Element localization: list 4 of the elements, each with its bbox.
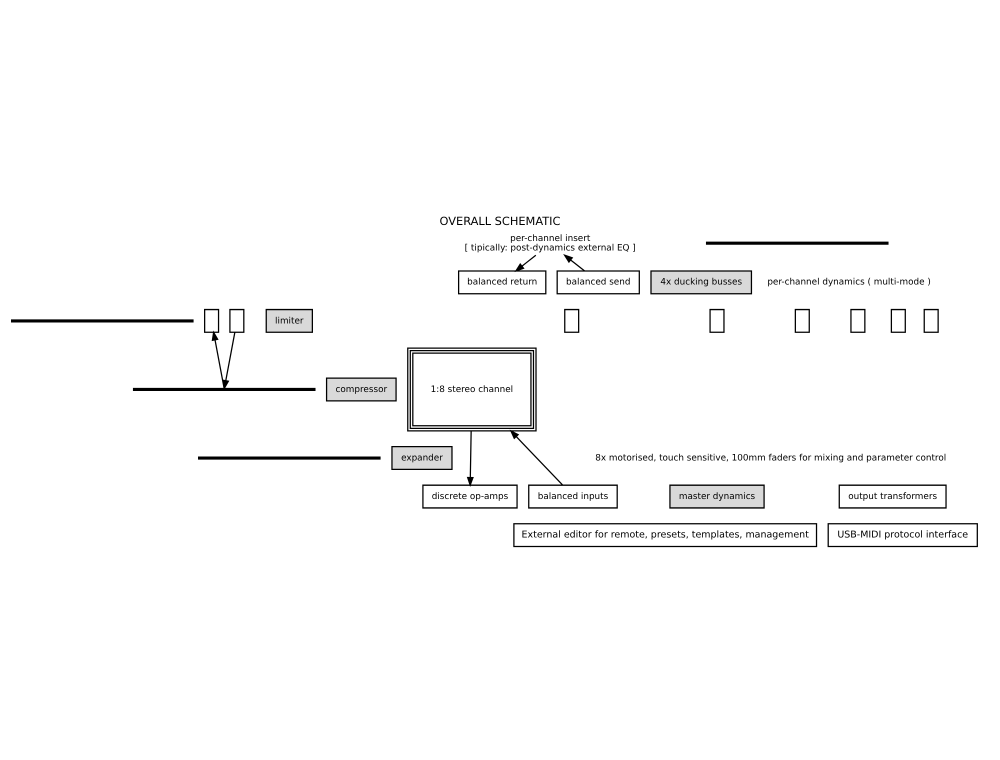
label: per-channel dynamics ( multi-mode ) <box>767 278 931 288</box>
node-text: per-channel insert [ tipically: post-dynamics external EQ ] <box>464 234 636 254</box>
label: 8x motorised, touch sensitive, 100mm faders for mixing and parameter control <box>595 453 946 464</box>
diagram-title: OVERALL SCHEMATIC <box>440 214 560 228</box>
